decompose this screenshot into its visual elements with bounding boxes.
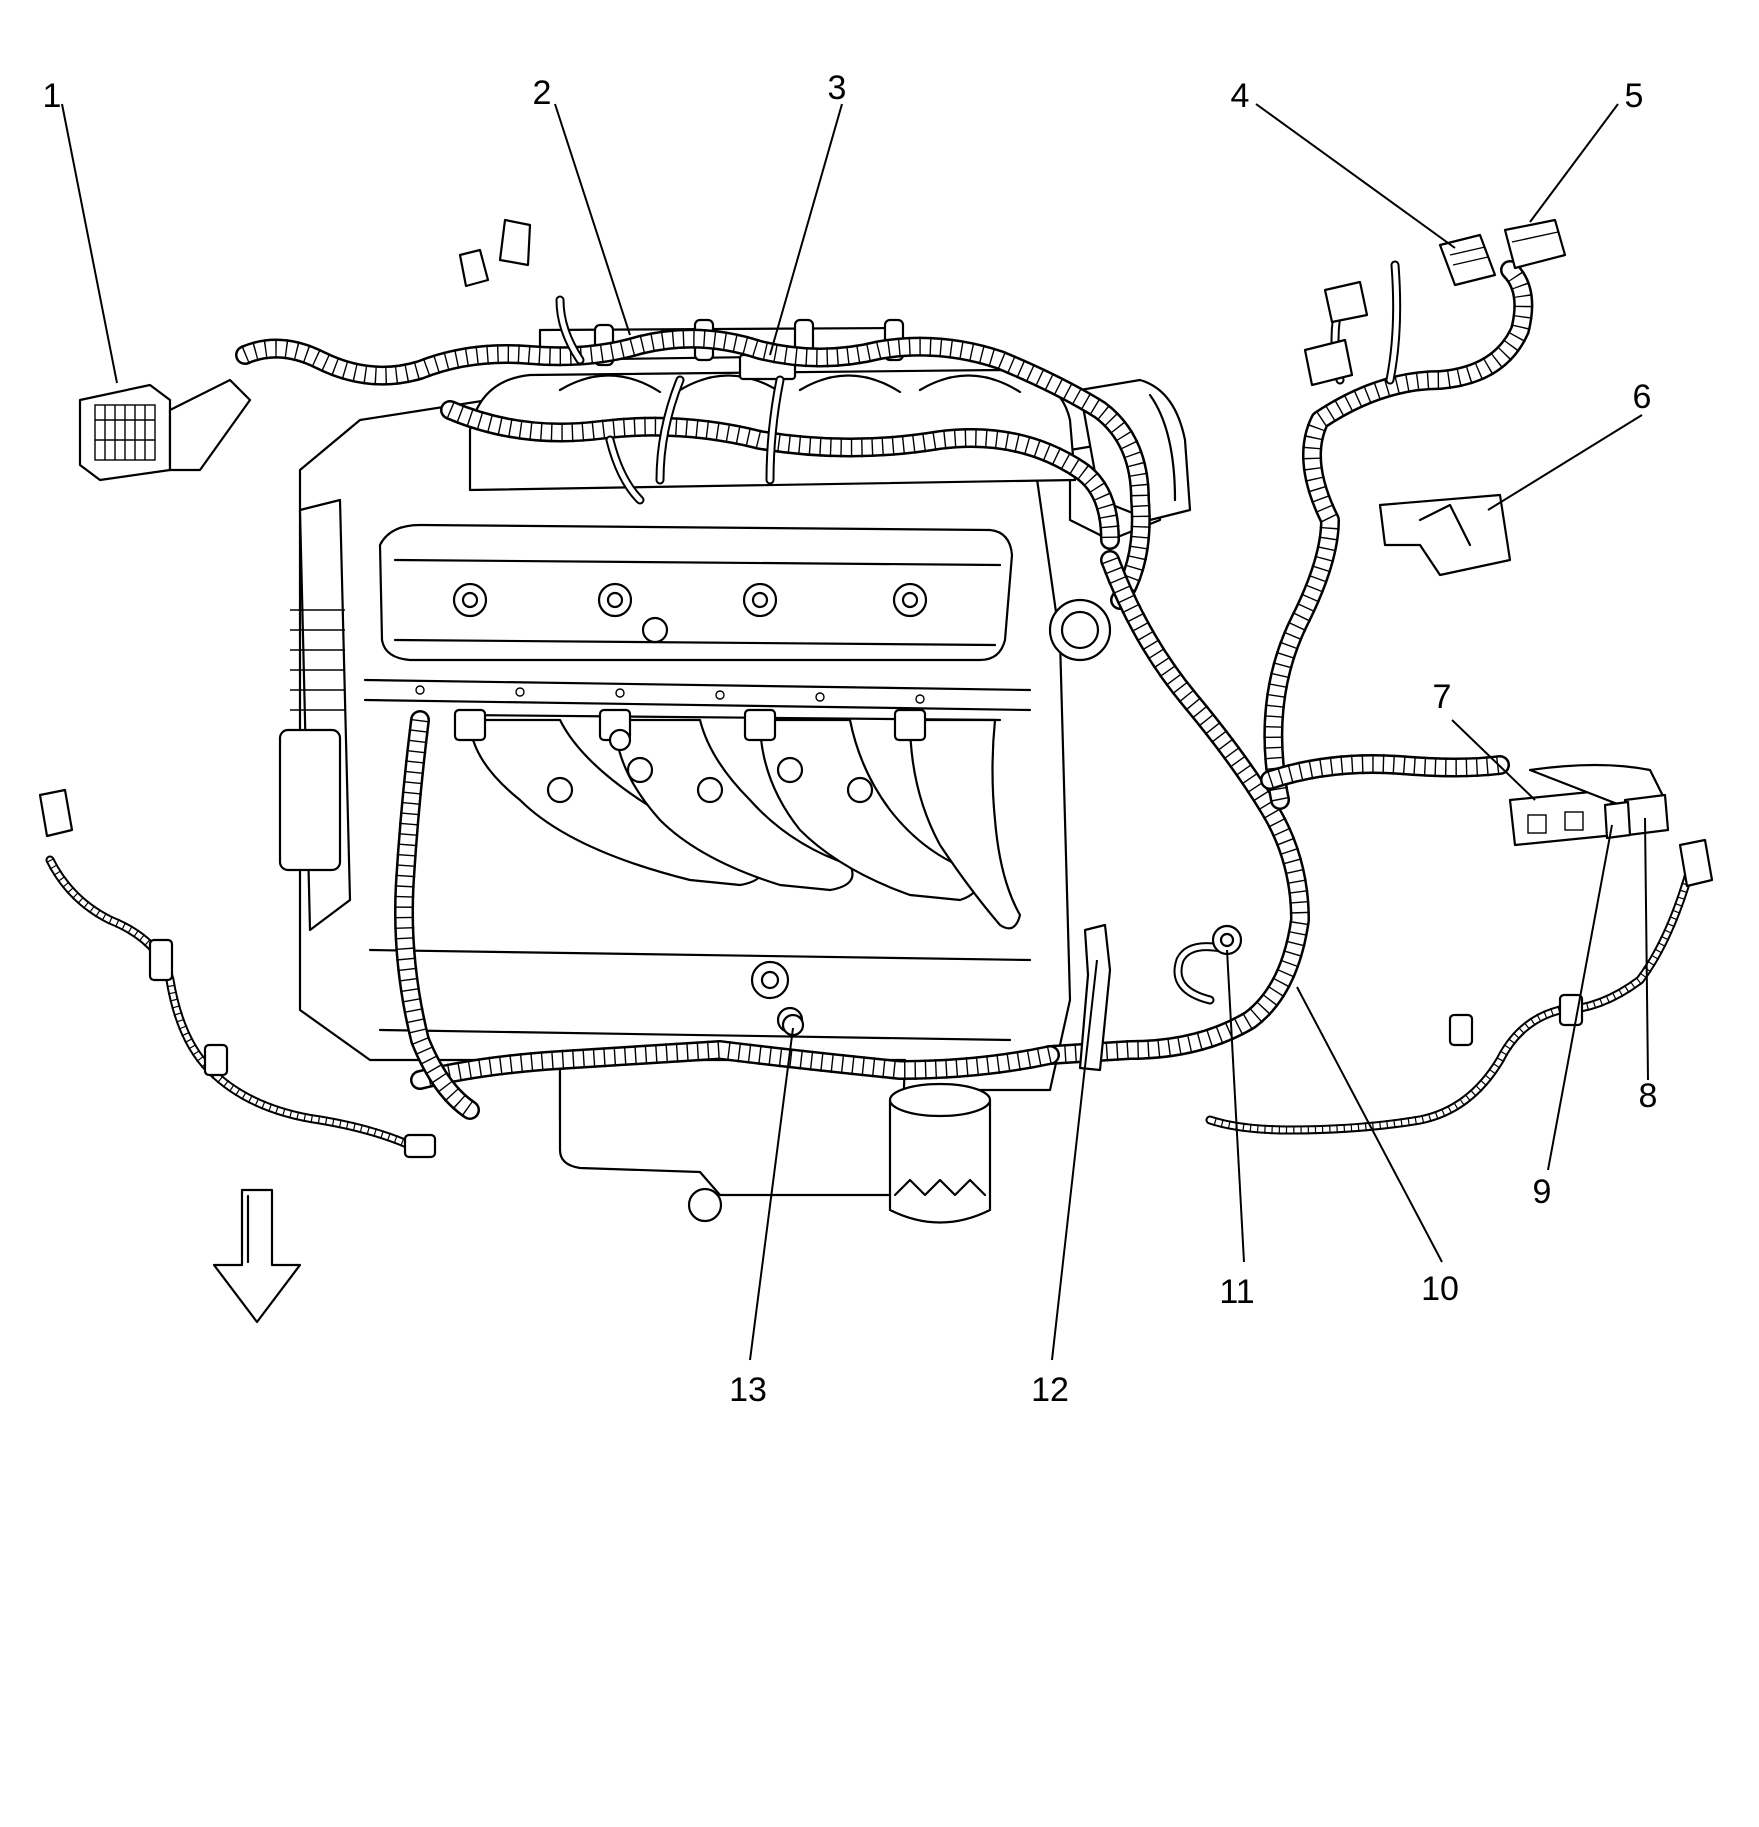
callout-numbers: 1 2 3 4 5 6 7 8 9 10 11 12 13 xyxy=(43,69,1658,1409)
oil-filter xyxy=(888,1082,992,1224)
callout-6: 6 xyxy=(1633,378,1652,416)
connector-8-body xyxy=(1623,793,1670,837)
connector-1-body xyxy=(78,378,252,482)
connector-9-body xyxy=(1603,800,1632,840)
callout-12: 12 xyxy=(1031,1371,1069,1409)
connector-7-body xyxy=(1508,763,1667,847)
callout-8: 8 xyxy=(1639,1077,1658,1115)
callout-5: 5 xyxy=(1625,77,1644,115)
callout-1: 1 xyxy=(43,77,62,115)
connector-6-body xyxy=(1378,493,1512,577)
exhaust-manifold xyxy=(453,708,1022,930)
callout-10: 10 xyxy=(1421,1270,1459,1308)
engine-assembly xyxy=(278,393,1162,1224)
callout-leaders xyxy=(61,103,1649,1361)
callout-3: 3 xyxy=(828,69,847,107)
callout-7: 7 xyxy=(1433,678,1452,716)
callout-4: 4 xyxy=(1231,77,1250,115)
callout-13: 13 xyxy=(729,1371,767,1409)
arrow-down-icon xyxy=(212,1188,302,1324)
callout-2: 2 xyxy=(533,74,552,112)
engine-wiring-harness xyxy=(45,260,1695,1155)
callout-11: 11 xyxy=(1219,1273,1254,1311)
harness-bracket xyxy=(1078,923,1112,1072)
connector-5-body xyxy=(1503,218,1567,270)
callout-9: 9 xyxy=(1533,1173,1552,1211)
